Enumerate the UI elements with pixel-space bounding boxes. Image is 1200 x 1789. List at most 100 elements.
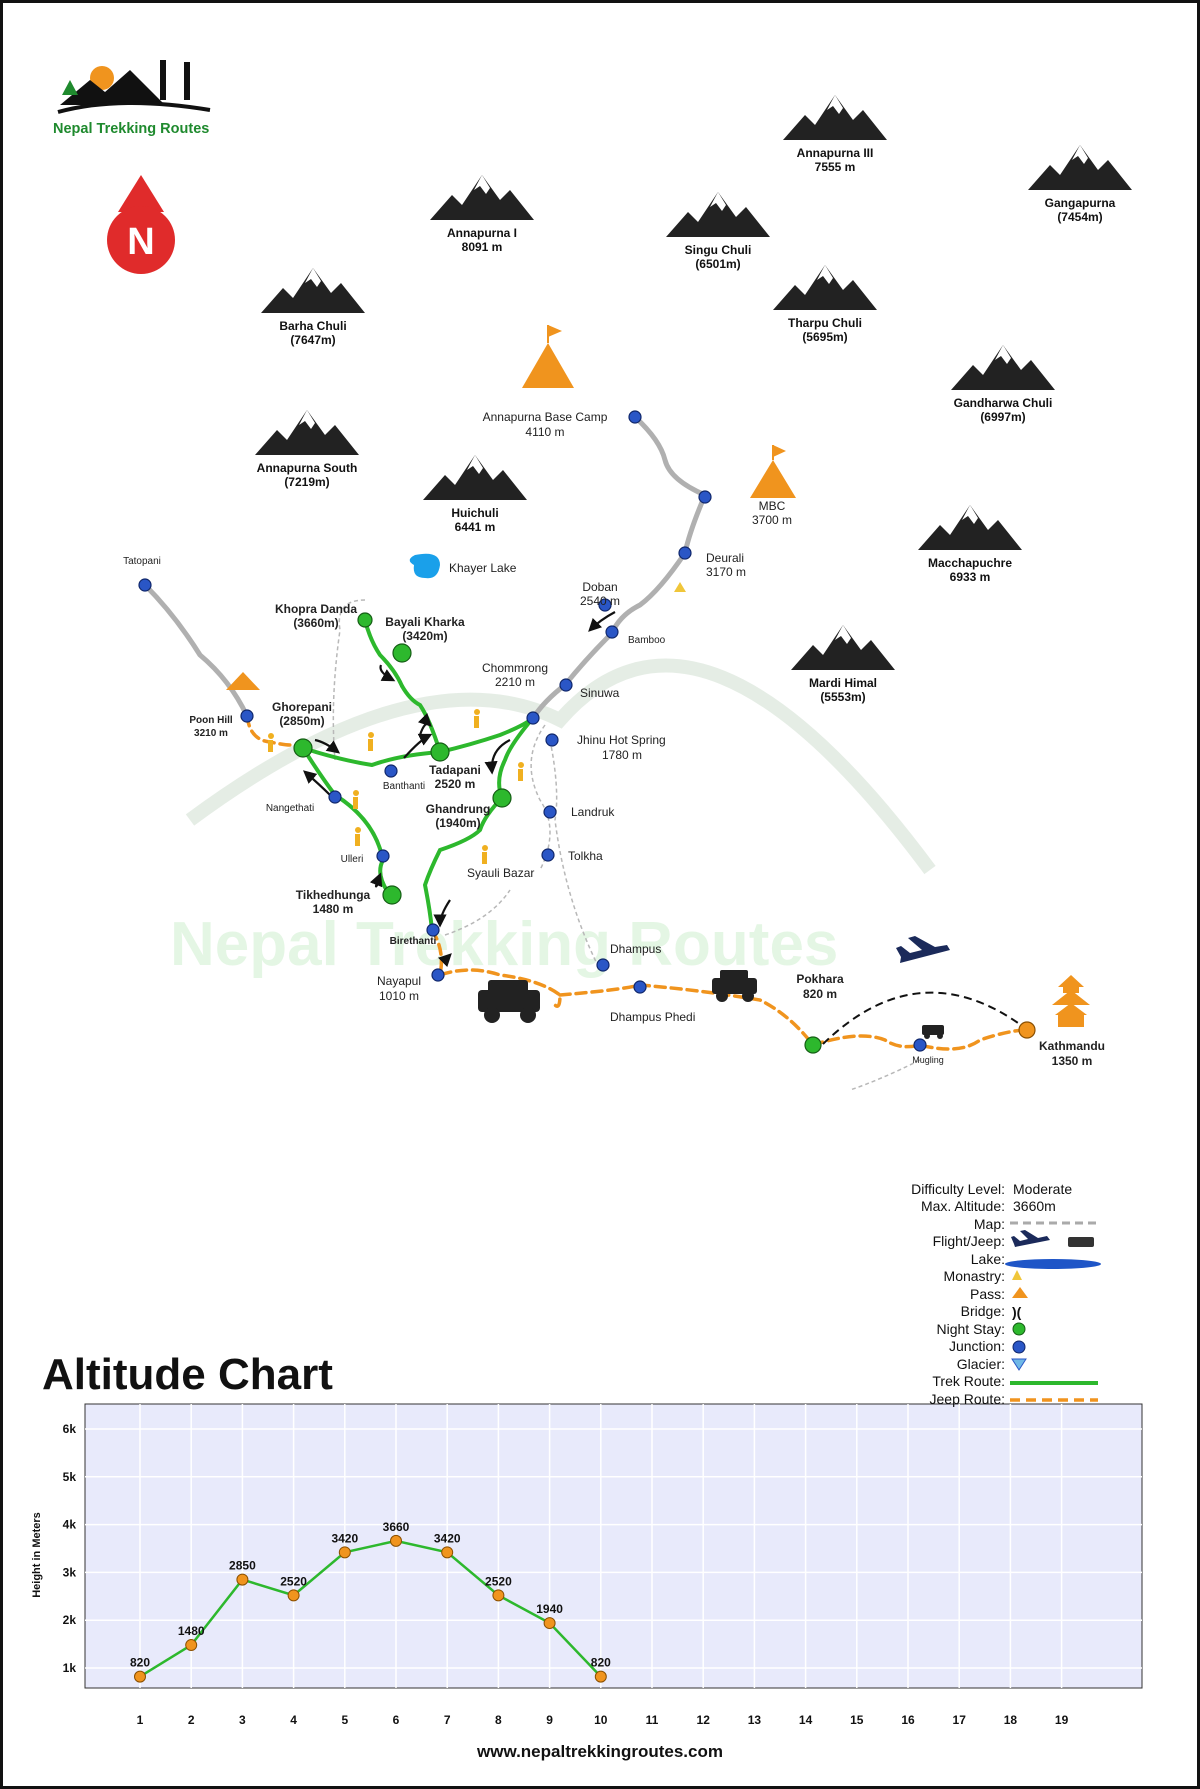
label-tadapani-alt: 2520 m [435, 777, 476, 791]
junction-marker [240, 709, 254, 723]
label-jhinu: Jhinu Hot Spring [577, 733, 666, 747]
legend-swatches: )( [1005, 1221, 1101, 1402]
data-point [390, 1534, 402, 1547]
trekker-icon [474, 709, 480, 728]
label-nangethati: Nangethati [266, 803, 314, 814]
peak-alt: (6997m) [980, 410, 1025, 424]
x-tick-label: 4 [290, 1713, 297, 1727]
data-label: 2850 [229, 1559, 256, 1573]
peak-name: Gandharwa Chuli [954, 396, 1053, 410]
legend-night-stay-icon [1012, 1322, 1026, 1336]
y-tick-label: 1k [63, 1661, 77, 1675]
legend-item: Map: [973, 1215, 1005, 1232]
label-deurali: Deurali [706, 551, 744, 565]
camp-icon [750, 445, 796, 498]
compass-letter: N [127, 221, 154, 263]
x-tick-label: 8 [495, 1713, 502, 1727]
peak-name: Tharpu Chuli [788, 316, 862, 330]
label-bayali: Bayali Kharka [385, 615, 465, 629]
junction-marker [596, 958, 610, 972]
peak-name: Mardi Himal [809, 676, 877, 690]
label-ulleri: Ulleri [341, 854, 364, 865]
y-tick-label: 3k [63, 1565, 77, 1579]
jeep-icon [478, 980, 540, 1023]
mountain-icon [951, 345, 1055, 390]
legend-item: Monastry: [943, 1268, 1005, 1285]
night-stay-markers [293, 612, 822, 1054]
night-stay-marker [804, 1036, 822, 1054]
legend-jeep-icon [1068, 1237, 1094, 1247]
trekker-icon [368, 732, 374, 751]
x-tick-label: 2 [188, 1713, 195, 1727]
label-khopra-alt: (3660m) [293, 616, 338, 630]
label-nayapul-alt: 1010 m [379, 989, 419, 1003]
night-stay-marker [492, 788, 512, 808]
trekker-icon [482, 845, 488, 864]
data-point [338, 1546, 351, 1559]
peak-name: Annapurna I [447, 226, 517, 240]
peak-name: Huichuli [451, 506, 498, 520]
data-point [134, 1670, 146, 1683]
x-tick-label: 10 [594, 1713, 608, 1727]
peak: Singu Chuli(6501m) [666, 192, 770, 271]
monastry-icon [674, 582, 686, 592]
brand-name: Nepal Trekking Routes [53, 121, 210, 137]
label-doban-alt: 2540 m [580, 594, 620, 608]
legend-bridge-icon: )( [1012, 1304, 1022, 1320]
junction-marker [678, 546, 692, 560]
data-label: 3660 [383, 1520, 410, 1534]
legend-item: Bridge: [960, 1303, 1005, 1320]
label-mbc: MBC [759, 499, 786, 513]
pass-icon [226, 672, 260, 690]
label-pokhara-alt: 820 m [803, 987, 837, 1001]
x-tick-label: 19 [1055, 1713, 1069, 1727]
chart-grid [85, 1404, 1142, 1688]
y-tick-label: 4k [63, 1518, 77, 1532]
junction-marker [384, 764, 398, 778]
map-trails [332, 599, 921, 1091]
junction-marker [431, 968, 445, 982]
brand-logo-icon [57, 60, 211, 114]
label-mbc-alt: 3700 m [752, 513, 792, 527]
x-tick-label: 18 [1004, 1713, 1018, 1727]
peak: Gangapurna(7454m) [1028, 145, 1132, 224]
peak: Barha Chuli(7647m) [261, 268, 365, 347]
trekker-icon [355, 827, 361, 846]
legend-junction-icon [1012, 1340, 1026, 1354]
junction-marker [138, 578, 152, 592]
x-tick-label: 6 [393, 1713, 400, 1727]
junction-marker [913, 1038, 927, 1052]
camp-icon [522, 325, 574, 388]
svg-text:Nepal Trekking Routes: Nepal Trekking Routes [170, 910, 838, 979]
label-ghorepani-alt: (2850m) [279, 714, 324, 728]
x-tick-label: 7 [444, 1713, 451, 1727]
label-poonhill: Poon Hill [189, 715, 233, 726]
peak: Gandharwa Chuli(6997m) [951, 345, 1055, 424]
legend-item: Pass: [969, 1285, 1005, 1302]
junction-marker [526, 711, 540, 725]
label-tatopani: Tatopani [123, 556, 161, 567]
label-tadapani: Tadapani [429, 763, 481, 777]
mountain-icon [261, 268, 365, 313]
peak: Mardi Himal(5553m) [791, 625, 895, 704]
label-dhampusphedi: Dhampus Phedi [610, 1010, 695, 1024]
data-label: 1480 [178, 1624, 205, 1638]
legend-max-alt-value: 3660m [1013, 1198, 1056, 1215]
data-label: 820 [591, 1656, 611, 1670]
label-kathmandu: Kathmandu [1039, 1039, 1105, 1053]
trekker-icon [268, 733, 274, 752]
night-stay-marker [382, 885, 402, 905]
legend-difficulty-value: Moderate [1013, 1180, 1073, 1197]
peak-alt: (5695m) [802, 330, 847, 344]
legend-item: Flight/Jeep: [932, 1233, 1005, 1250]
junction-marker [628, 410, 642, 424]
direction-arrows [303, 611, 616, 968]
peak-alt: (7219m) [284, 475, 329, 489]
junction-marker [541, 848, 555, 862]
peak-alt: 6933 m [950, 570, 991, 584]
legend-item: Trek Route: [932, 1373, 1005, 1390]
legend-plane-icon [1011, 1230, 1050, 1247]
